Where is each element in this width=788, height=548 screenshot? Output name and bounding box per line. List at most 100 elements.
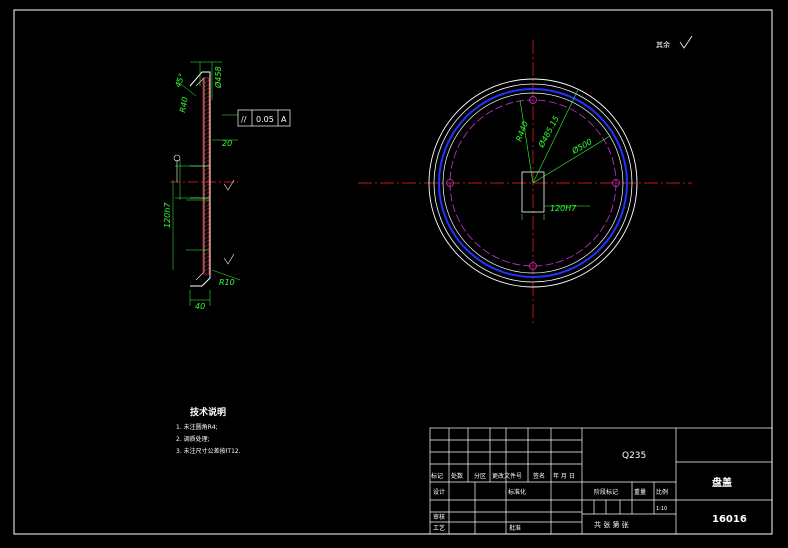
hatch-line bbox=[202, 103, 210, 109]
label-process: 工艺 bbox=[433, 524, 445, 532]
hatch-line bbox=[202, 219, 210, 225]
hatch-line bbox=[202, 179, 210, 185]
label-sheets: 共 张 第 张 bbox=[594, 520, 629, 529]
hatch-line bbox=[202, 243, 210, 249]
hatch-line bbox=[202, 79, 210, 85]
front-view: R440 Ø485.15 Ø500 120H7 bbox=[358, 40, 692, 326]
dim-40: 40 bbox=[195, 302, 205, 311]
hatch-line bbox=[202, 83, 210, 89]
hatch-line bbox=[202, 143, 210, 149]
hatch-line bbox=[202, 127, 210, 133]
dim-r40: R40 bbox=[178, 96, 190, 113]
hatch-line bbox=[202, 119, 210, 125]
dim-dia458: Ø458 bbox=[213, 66, 223, 89]
hatch-line bbox=[202, 255, 210, 261]
side-section-outline bbox=[189, 71, 211, 287]
hatch-line bbox=[202, 175, 210, 181]
hatch-line bbox=[202, 251, 210, 257]
label-stage-mark: 阶段标记 bbox=[594, 488, 618, 496]
roughness-mark-2 bbox=[223, 253, 235, 265]
hatch-line bbox=[202, 115, 210, 121]
part-name: 盘盖 bbox=[712, 476, 732, 489]
rim-step bbox=[433, 83, 633, 283]
hatch-line bbox=[202, 99, 210, 105]
drawing-frame bbox=[13, 9, 773, 535]
hatch-line bbox=[202, 123, 210, 129]
dim-45deg: 45° bbox=[173, 72, 186, 88]
hatch-line bbox=[202, 151, 210, 157]
note-item-2: 2. 调质处理; bbox=[176, 435, 210, 443]
roughness-mark-1 bbox=[223, 179, 235, 191]
hatch-line bbox=[202, 239, 210, 245]
label-review: 审核 bbox=[433, 513, 445, 521]
bolt-holes bbox=[446, 96, 620, 270]
hatch-line bbox=[202, 215, 210, 221]
title-block-text: Q235 盘盖 16016 标记 处数 分区 更改文件号 签名 年 月 日 设计… bbox=[431, 451, 747, 532]
hatch-line bbox=[202, 263, 210, 269]
center-bore bbox=[521, 171, 545, 213]
datum-circle bbox=[173, 154, 181, 162]
note-item-3: 3. 未注尺寸公差按IT12. bbox=[176, 447, 241, 455]
header-sign: 签名 bbox=[533, 472, 545, 480]
header-zone: 分区 bbox=[474, 472, 486, 480]
notes-title: 技术说明 bbox=[190, 406, 226, 418]
side-hatch bbox=[202, 79, 210, 273]
note-item-1: 1. 未注圆角R4; bbox=[176, 423, 218, 431]
dim-120H7: 120H7 bbox=[550, 204, 577, 213]
hatch-line bbox=[202, 147, 210, 153]
header-mark: 标记 bbox=[431, 472, 443, 480]
header-date: 年 月 日 bbox=[553, 472, 575, 480]
tolerance-value: 0.05 bbox=[256, 115, 274, 124]
hatch-line bbox=[202, 171, 210, 177]
hatch-line bbox=[202, 135, 210, 141]
hatch-line bbox=[202, 259, 210, 265]
title-block bbox=[429, 427, 773, 535]
dim-r10: R10 bbox=[219, 278, 235, 287]
tolerance-symbol: // bbox=[241, 115, 247, 124]
tolerance-datum: A bbox=[281, 115, 287, 124]
hatch-line bbox=[202, 111, 210, 117]
label-standardize: 标准化 bbox=[508, 488, 526, 496]
header-count: 处数 bbox=[451, 472, 463, 480]
check-icon bbox=[679, 35, 693, 49]
scale-value: 1:10 bbox=[656, 506, 667, 512]
header-change-doc: 更改文件号 bbox=[492, 472, 522, 480]
front-dimension-lines bbox=[519, 89, 611, 220]
hatch-line bbox=[202, 211, 210, 217]
technical-notes: 技术说明 1. 未注圆角R4; 2. 调质处理; 3. 未注尺寸公差按IT12. bbox=[176, 406, 241, 455]
blue-ring bbox=[438, 88, 628, 278]
hatch-line bbox=[202, 207, 210, 213]
hatch-line bbox=[202, 267, 210, 273]
hatch-line bbox=[202, 91, 210, 97]
side-view: // 0.05 A 45° R40 Ø458 20 120h7 R10 40 bbox=[163, 61, 291, 311]
label-design: 设计 bbox=[433, 488, 445, 496]
hatch-line bbox=[202, 203, 210, 209]
hatch-line bbox=[202, 187, 210, 193]
inner-rim bbox=[442, 92, 624, 274]
hatch-line bbox=[202, 95, 210, 101]
drawing-number: 16016 bbox=[712, 514, 747, 525]
hatch-line bbox=[202, 159, 210, 165]
roughness-symbol: 其余 bbox=[656, 35, 693, 49]
hatch-line bbox=[202, 155, 210, 161]
hatch-line bbox=[202, 167, 210, 173]
roughness-label: 其余 bbox=[656, 40, 670, 49]
hatch-line bbox=[202, 223, 210, 229]
hatch-line bbox=[202, 227, 210, 233]
hatch-line bbox=[202, 183, 210, 189]
side-dimension-lines bbox=[172, 61, 241, 306]
dim-120h7: 120h7 bbox=[163, 202, 172, 228]
hatch-line bbox=[202, 87, 210, 93]
dim-dia485: Ø485.15 bbox=[535, 114, 560, 150]
dim-20: 20 bbox=[222, 139, 232, 148]
hatch-line bbox=[202, 235, 210, 241]
dim-r440: R440 bbox=[514, 120, 530, 143]
hatch-line bbox=[202, 139, 210, 145]
label-approve: 批准 bbox=[509, 524, 521, 532]
label-weight: 重量 bbox=[634, 488, 646, 496]
hatch-line bbox=[202, 199, 210, 205]
hatch-line bbox=[202, 107, 210, 113]
hatch-line bbox=[202, 131, 210, 137]
material: Q235 bbox=[622, 451, 646, 461]
